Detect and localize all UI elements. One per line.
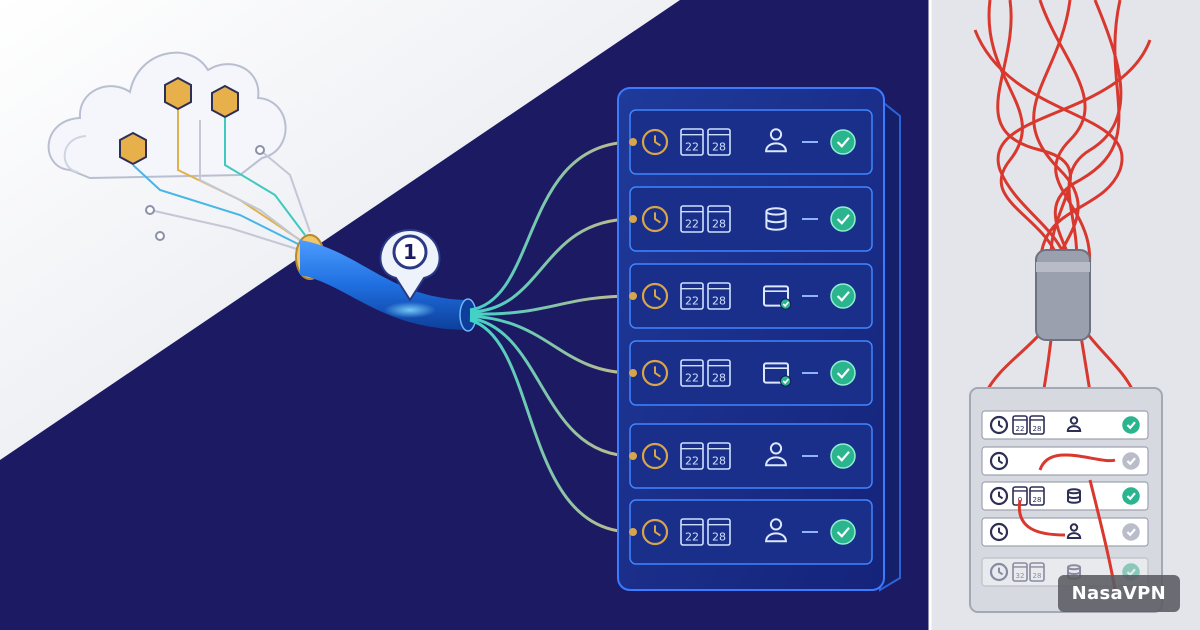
connector-dot xyxy=(629,138,637,146)
calendar-date: 28 xyxy=(712,454,726,467)
calendar-date: 0 xyxy=(1018,496,1022,504)
clock-icon xyxy=(641,282,669,310)
calendar-date: 22 xyxy=(685,294,699,307)
cloud-icon xyxy=(47,51,287,180)
calendar-icon: 22 xyxy=(680,205,704,233)
marker-number: 1 xyxy=(403,240,417,264)
calendar-date: 28 xyxy=(712,530,726,543)
small-panel-row: 0 28 xyxy=(981,481,1149,511)
user-icon xyxy=(765,518,787,543)
check-icon xyxy=(830,206,856,232)
check-icon xyxy=(830,129,856,155)
calendar-icon: 22 xyxy=(680,282,704,310)
calendar-date: 28 xyxy=(712,217,726,230)
calendar-icon: 32 xyxy=(1012,562,1028,582)
calendar-icon: 28 xyxy=(707,128,731,156)
calendar-icon: 28 xyxy=(707,205,731,233)
calendar-icon: 28 xyxy=(1029,562,1045,582)
circuit-traces xyxy=(132,110,311,251)
check-icon xyxy=(1122,487,1140,505)
database-icon xyxy=(1067,488,1081,504)
clock-icon xyxy=(989,486,1009,506)
small-row-panel xyxy=(981,446,1149,476)
clock-icon xyxy=(641,442,669,470)
user-icon xyxy=(1066,523,1082,539)
rack-rows: 22 28 22 28 22 28 22 28 22 28 22 28 xyxy=(629,109,873,565)
calendar-date: 28 xyxy=(712,294,726,307)
rack-row: 22 28 xyxy=(629,263,873,329)
clock-icon xyxy=(989,451,1009,471)
calendar-date: 22 xyxy=(1016,425,1025,433)
small-panel-row: 22 28 xyxy=(981,410,1149,440)
connector-dot xyxy=(629,215,637,223)
user-icon xyxy=(765,442,787,467)
calendar-icon: 28 xyxy=(1029,415,1045,435)
check-icon xyxy=(1122,416,1140,434)
calendar-date: 22 xyxy=(685,217,699,230)
clock-icon xyxy=(989,522,1009,542)
calendar-date: 22 xyxy=(685,140,699,153)
calendar-icon: 28 xyxy=(1029,486,1045,506)
small-panel-row xyxy=(981,446,1149,476)
main-cable xyxy=(295,234,477,332)
calendar-date: 28 xyxy=(712,140,726,153)
calendar-icon: 28 xyxy=(707,442,731,470)
location-marker: 1 xyxy=(379,228,441,302)
check-icon xyxy=(830,360,856,386)
connector-dot xyxy=(629,528,637,536)
database-icon xyxy=(765,207,787,231)
rack-row: 22 28 xyxy=(629,340,873,406)
small-panel-row xyxy=(981,517,1149,547)
calendar-date: 28 xyxy=(1033,496,1042,504)
calendar-icon: 28 xyxy=(707,282,731,310)
calendar-date: 32 xyxy=(1016,572,1025,580)
calendar-date: 28 xyxy=(712,371,726,384)
light-diagonal-background xyxy=(0,0,680,460)
rack-row: 22 28 xyxy=(629,186,873,252)
check-icon xyxy=(1122,523,1140,541)
calendar-icon: 22 xyxy=(1012,415,1028,435)
calendar-icon: 28 xyxy=(707,518,731,546)
check-icon xyxy=(830,519,856,545)
connector-dot xyxy=(629,292,637,300)
wire-bundle-clamp xyxy=(1035,249,1091,341)
watermark-label: NasaVPN xyxy=(1057,575,1180,612)
browser-check-icon xyxy=(763,285,792,310)
calendar-date: 22 xyxy=(685,371,699,384)
clock-icon xyxy=(641,518,669,546)
browser-check-icon xyxy=(763,362,792,387)
calendar-date: 22 xyxy=(685,530,699,543)
clock-icon xyxy=(989,562,1009,582)
check-icon xyxy=(830,283,856,309)
fiber-fan xyxy=(469,140,634,534)
rack-row: 22 28 xyxy=(629,423,873,489)
clock-icon xyxy=(641,359,669,387)
calendar-icon: 22 xyxy=(680,359,704,387)
cloud-node-icons xyxy=(119,76,239,166)
small-panel-rows: 22 28 0 28 32 28 xyxy=(981,410,1149,587)
calendar-date: 28 xyxy=(1033,425,1042,433)
clock-icon xyxy=(989,415,1009,435)
check-icon xyxy=(1122,452,1140,470)
connector-dot xyxy=(629,369,637,377)
connector-dot xyxy=(629,452,637,460)
rack-row: 22 28 xyxy=(629,109,873,175)
rack-row: 22 28 xyxy=(629,499,873,565)
user-icon xyxy=(1066,416,1082,432)
user-icon xyxy=(765,128,787,153)
clock-icon xyxy=(641,128,669,156)
calendar-date: 22 xyxy=(685,454,699,467)
check-icon xyxy=(830,443,856,469)
calendar-date: 28 xyxy=(1033,572,1042,580)
calendar-icon: 22 xyxy=(680,442,704,470)
calendar-icon: 22 xyxy=(680,518,704,546)
clock-icon xyxy=(641,205,669,233)
calendar-icon: 28 xyxy=(707,359,731,387)
calendar-icon: 0 xyxy=(1012,486,1028,506)
small-row-panel xyxy=(981,517,1149,547)
calendar-icon: 22 xyxy=(680,128,704,156)
